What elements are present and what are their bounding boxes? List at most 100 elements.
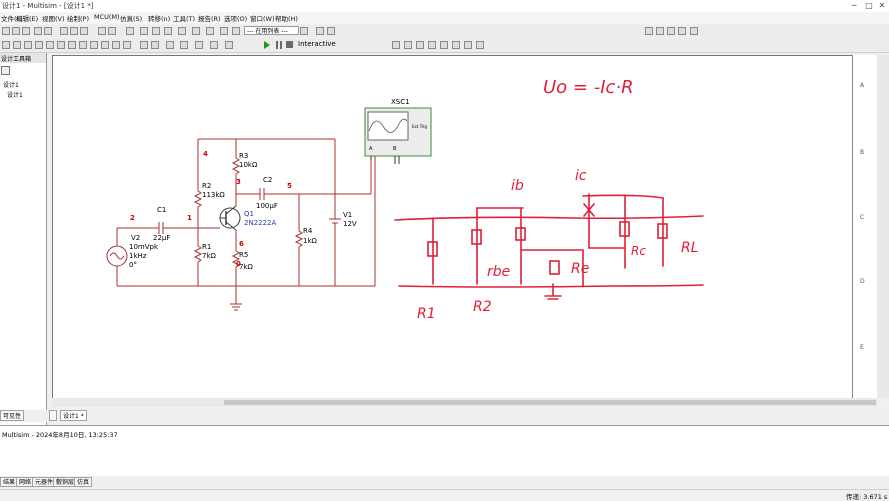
- copy-icon[interactable]: [70, 27, 78, 35]
- net-label-6: 6: [239, 240, 244, 248]
- ruler-label-b: B: [860, 149, 865, 156]
- place-mixed-icon[interactable]: [90, 41, 98, 49]
- component-icon-5[interactable]: [192, 27, 200, 35]
- component-icon-4[interactable]: [178, 27, 186, 35]
- place-transistor-icon[interactable]: [35, 41, 43, 49]
- component-icon-8[interactable]: [232, 27, 240, 35]
- breadboard-icon[interactable]: [180, 41, 188, 49]
- tab-toolbox-icon[interactable]: [49, 410, 57, 421]
- menu-place[interactable]: 绘制(P): [67, 15, 89, 23]
- menu-file[interactable]: 文件(F): [1, 15, 23, 23]
- erc-icon[interactable]: [210, 41, 218, 49]
- menu-simulate[interactable]: 仿真(S): [120, 15, 143, 23]
- net-label-4: 4: [203, 150, 208, 158]
- annotation-r1: R1: [417, 306, 436, 322]
- instrument-icon-5[interactable]: [440, 41, 448, 49]
- instrument-icon-7[interactable]: [464, 41, 472, 49]
- v2-frequency: 1kHz: [129, 252, 147, 260]
- tab-design1[interactable]: 设计1 *: [60, 410, 87, 421]
- r1-ref: R1: [202, 243, 211, 251]
- component-icon-6[interactable]: [206, 27, 214, 35]
- zoom-full-icon[interactable]: [690, 27, 698, 35]
- menu-transfer[interactable]: 转移(n): [148, 15, 171, 23]
- tree-child[interactable]: 设计1: [7, 92, 23, 99]
- place-indicator-icon[interactable]: [101, 41, 109, 49]
- menu-help[interactable]: 帮助(H): [275, 15, 298, 23]
- component-icon-2[interactable]: [152, 27, 160, 35]
- cut-icon[interactable]: [60, 27, 68, 35]
- instrument-icon-4[interactable]: [428, 41, 436, 49]
- menu-window[interactable]: 窗口(W): [250, 15, 275, 23]
- ruler-label-e: E: [860, 344, 864, 351]
- in-use-list-dropdown[interactable]: --- 在用列表 ---: [244, 26, 299, 35]
- place-power-icon[interactable]: [112, 41, 120, 49]
- minimize-icon[interactable]: ─: [851, 1, 857, 10]
- menu-tools[interactable]: 工具(T): [173, 15, 196, 23]
- c1-value: 22µF: [153, 234, 170, 242]
- horizontal-scroll-thumb[interactable]: [224, 400, 876, 405]
- status-bar: 传递: 3.671 s: [0, 489, 889, 501]
- place-ttl-icon[interactable]: [57, 41, 65, 49]
- tree-root[interactable]: 设计1: [3, 82, 19, 89]
- zoom-area-icon[interactable]: [667, 27, 675, 35]
- dropdown-arrow-icon[interactable]: [300, 27, 308, 35]
- v2-phase: 0°: [129, 261, 137, 269]
- pause-icon[interactable]: [276, 41, 278, 49]
- r4-ref: R4: [303, 227, 313, 235]
- window-title: 设计1 - Multisim - [设计1 *]: [2, 2, 94, 10]
- menu-options[interactable]: 选项(O): [224, 15, 248, 23]
- instrument-icon-1[interactable]: [392, 41, 400, 49]
- undo-icon[interactable]: [98, 27, 106, 35]
- instrument-icon-3[interactable]: [416, 41, 424, 49]
- redo-icon[interactable]: [108, 27, 116, 35]
- zoom-out-icon[interactable]: [656, 27, 664, 35]
- menu-edit[interactable]: 编辑(E): [16, 15, 39, 23]
- grapher-icon[interactable]: [140, 41, 148, 49]
- transfer-icon[interactable]: [225, 41, 233, 49]
- menu-view[interactable]: 视图(V): [42, 15, 65, 23]
- instrument-icon-6[interactable]: [452, 41, 460, 49]
- component-icon-1[interactable]: [140, 27, 148, 35]
- run-icon[interactable]: [264, 41, 270, 49]
- component-icon-3[interactable]: [164, 27, 172, 35]
- instrument-icon-2[interactable]: [404, 41, 412, 49]
- help-icon[interactable]: [327, 27, 335, 35]
- print-icon[interactable]: [34, 27, 42, 35]
- q1-part: 2N2222A: [244, 219, 277, 227]
- fullscreen-icon[interactable]: [126, 27, 134, 35]
- interactive-mode-label[interactable]: Interactive: [298, 40, 336, 48]
- component-icon-7[interactable]: [220, 27, 228, 35]
- close-icon[interactable]: ✕: [878, 1, 886, 10]
- place-basic-icon[interactable]: [13, 41, 21, 49]
- postprocessor-icon[interactable]: [151, 41, 159, 49]
- ladder-icon[interactable]: [166, 41, 174, 49]
- schematic-canvas[interactable]: 4 1 2 3 5 6 0 C1 22µF V2 10mVpk 1kHz 0° …: [52, 55, 854, 400]
- save-icon[interactable]: [22, 27, 30, 35]
- r2-ref: R2: [202, 182, 211, 190]
- menu-reports[interactable]: 报告(R): [198, 15, 221, 23]
- maximize-icon[interactable]: □: [865, 1, 873, 10]
- new-icon[interactable]: [2, 27, 10, 35]
- zoom-fit-icon[interactable]: [678, 27, 686, 35]
- place-source-icon[interactable]: [2, 41, 10, 49]
- print-preview-icon[interactable]: [44, 27, 52, 35]
- tab-simulation[interactable]: 仿真: [74, 477, 93, 487]
- place-diode-icon[interactable]: [24, 41, 32, 49]
- place-rf-icon[interactable]: [123, 41, 131, 49]
- menu-mcu[interactable]: MCU(M): [94, 13, 120, 21]
- r1-value: 7kΩ: [202, 252, 217, 260]
- paste-icon[interactable]: [80, 27, 88, 35]
- vertical-scrollbar[interactable]: [877, 55, 889, 398]
- place-misc-icon[interactable]: [79, 41, 87, 49]
- open-icon[interactable]: [12, 27, 20, 35]
- place-cmos-icon[interactable]: [68, 41, 76, 49]
- zoom-in-icon[interactable]: [645, 27, 653, 35]
- xsc1-ref: XSC1: [391, 98, 410, 106]
- netlist-icon[interactable]: [195, 41, 203, 49]
- stop-icon[interactable]: [286, 41, 293, 48]
- tab-visibility[interactable]: 可见性: [0, 410, 25, 421]
- document-tabs: 可见性 设计1 *: [0, 410, 889, 422]
- place-analog-icon[interactable]: [46, 41, 54, 49]
- instrument-icon-8[interactable]: [476, 41, 484, 49]
- search-icon[interactable]: [316, 27, 324, 35]
